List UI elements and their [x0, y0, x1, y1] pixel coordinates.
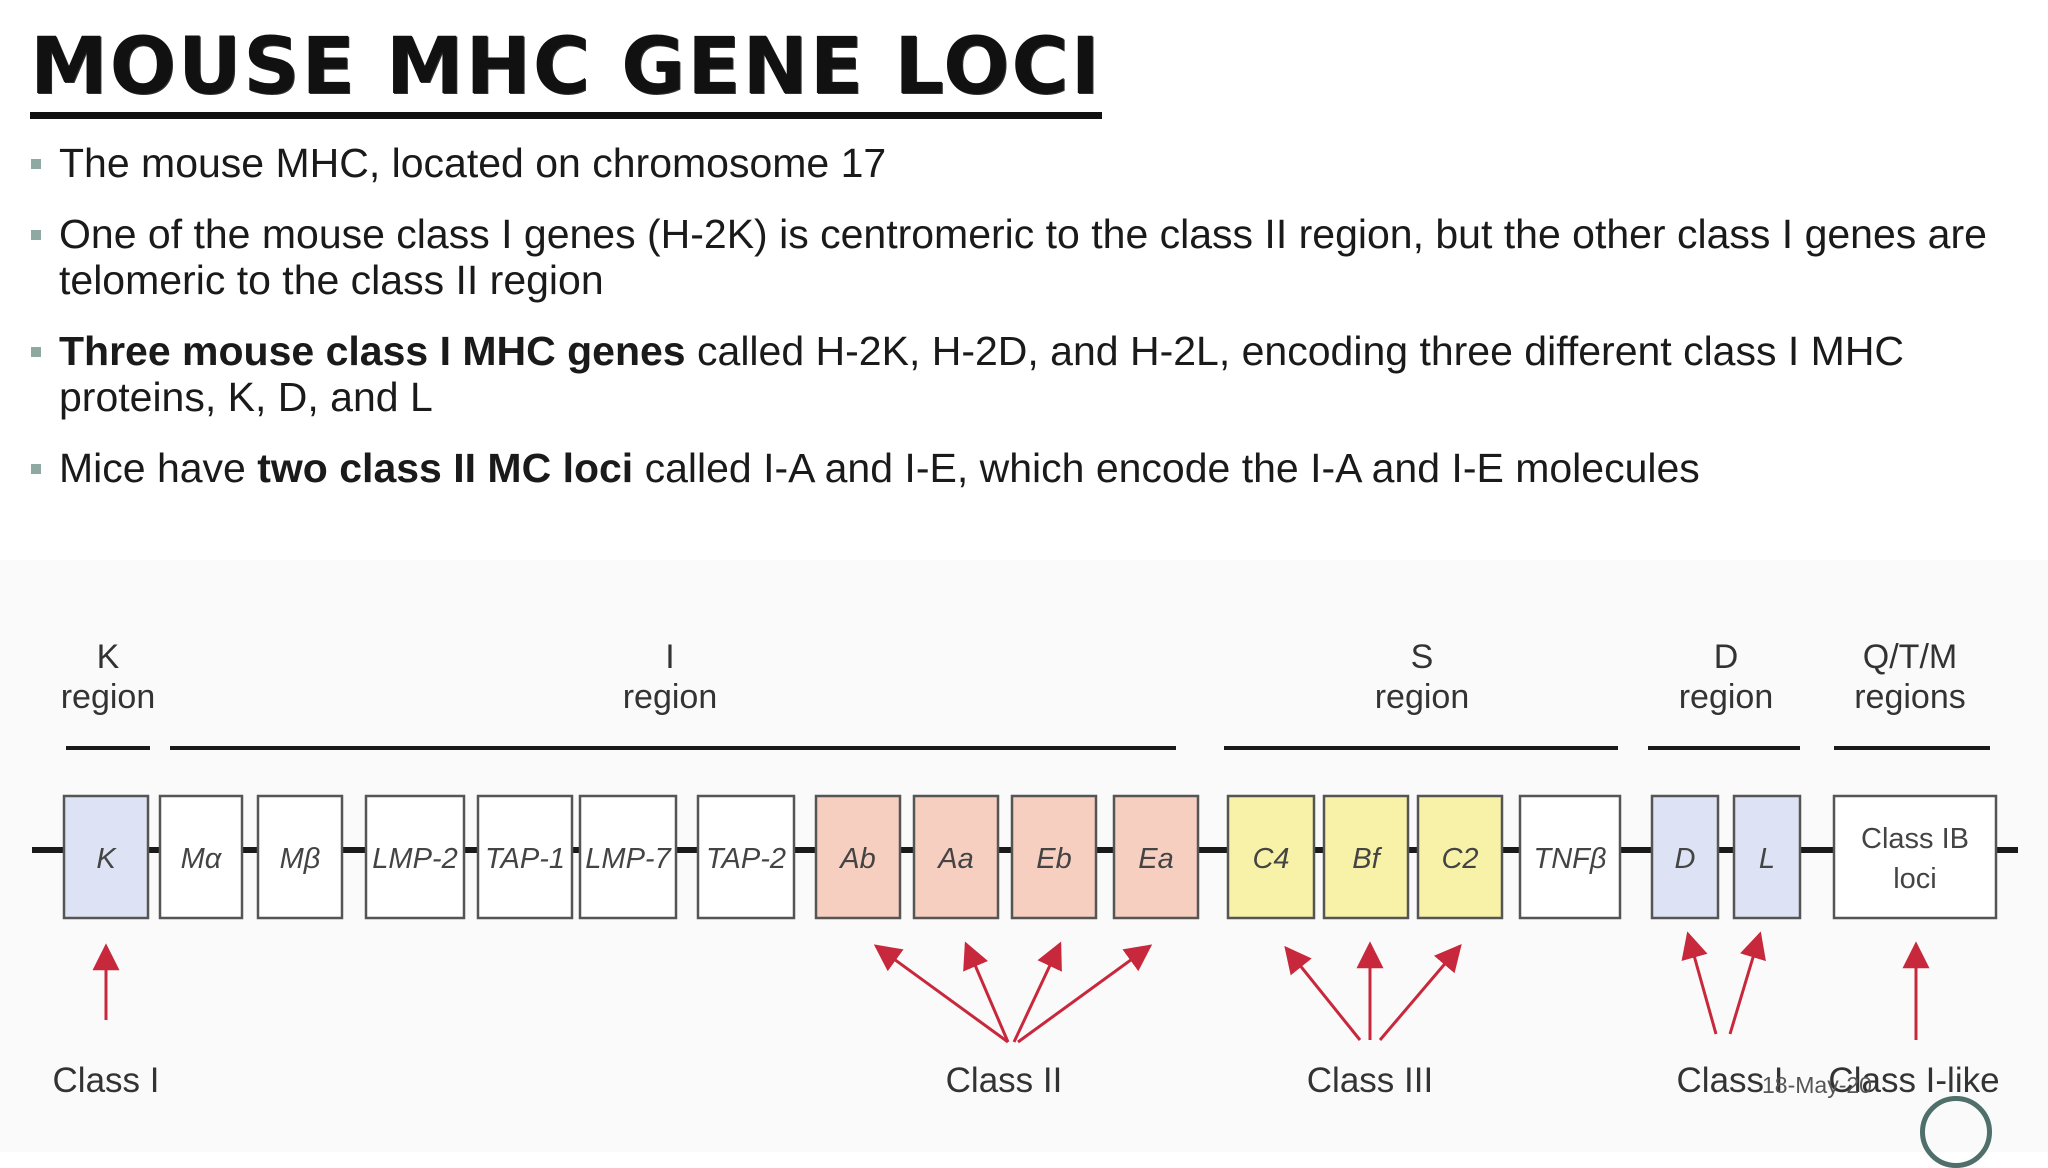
- gene-box-m-alpha: [158, 794, 244, 920]
- mhc-locus-svg: K region I region S region D region Q/T/…: [32, 638, 2018, 1100]
- arrow-class-ii-eb: [1012, 941, 1062, 1043]
- bullet-text: called H-2K, H-2D, and H-2L, encoding th…: [59, 328, 1905, 420]
- class-labels: Class I Class II Class III Class I Class…: [53, 1061, 2000, 1100]
- gene-label-l: L: [1759, 843, 1775, 875]
- bullet-item: One of the mouse class I genes (H-2K) is…: [28, 211, 2018, 303]
- bullet-item: Three mouse class I MHC genes called H-2…: [28, 328, 2018, 420]
- bullet-item: The mouse MHC, located on chromosome 17: [28, 140, 2018, 186]
- gene-label-ea: Ea: [1138, 843, 1173, 875]
- gene-box-bf: [1322, 794, 1410, 920]
- gene-box-aa: [912, 794, 1000, 920]
- gene-label-d: D: [1675, 843, 1696, 875]
- bullet-marker-icon: [31, 159, 41, 169]
- arrow-class-i-d: [1681, 931, 1718, 1035]
- bullet-marker-icon: [31, 230, 41, 240]
- gene-label-tap-1: TAP-1: [485, 843, 565, 875]
- gene-label-ab: Ab: [838, 843, 875, 875]
- mhc-locus-diagram: K region I region S region D region Q/T/…: [0, 560, 2048, 1152]
- gene-box-k: [62, 794, 150, 920]
- bullet-marker-icon: [31, 347, 41, 357]
- gene-label-c2: C2: [1441, 843, 1478, 875]
- bullet-text: One of the mouse class I genes (H-2K) is…: [59, 211, 1987, 303]
- region-label-qtm-line1: Q/T/M: [1863, 638, 1957, 676]
- gene-label-m-alpha: Mα: [181, 843, 223, 875]
- gene-box-lmp-2: [364, 794, 466, 920]
- slide-date: 18-May-20: [1762, 1072, 1872, 1098]
- region-label-i-line2: region: [623, 678, 718, 716]
- bullet-text: Mice have: [59, 445, 258, 491]
- arrow-class-i-l: [1728, 931, 1766, 1035]
- gene-label-k: K: [96, 843, 117, 875]
- region-label-k-line1: K: [97, 638, 120, 676]
- gene-labels: K Mα Mβ LMP-2 TAP-1 LMP-7 TAP-2 Ab Aa Eb…: [96, 823, 1969, 895]
- arrow-class-ii-ab: [873, 944, 1009, 1044]
- class-label-class-i-like: Class I-like: [1828, 1061, 1999, 1100]
- class-arrows: [92, 931, 1930, 1044]
- gene-box-c2: [1416, 794, 1504, 920]
- gene-box-l: [1732, 794, 1802, 920]
- gene-box-ea: [1112, 794, 1200, 920]
- bullet-marker-icon: [31, 464, 41, 474]
- class-label-class-iii: Class III: [1307, 1061, 1433, 1100]
- region-label-i-line1: I: [665, 638, 674, 676]
- gene-box-lmp-7: [578, 794, 678, 920]
- class-label-class-i-k: Class I: [53, 1061, 160, 1100]
- region-label-d-line1: D: [1714, 638, 1739, 676]
- arrow-class-iii-c2: [1378, 943, 1462, 1041]
- gene-box-d: [1650, 794, 1720, 920]
- gene-box-tap-2: [696, 794, 796, 920]
- region-label-qtm-line2: regions: [1854, 678, 1966, 716]
- region-label-d-line2: region: [1679, 678, 1774, 716]
- gene-box-eb: [1010, 794, 1098, 920]
- gene-label-tnf-beta: TNFβ: [1534, 843, 1607, 875]
- gene-box-ab: [814, 794, 902, 920]
- gene-label-tap-2: TAP-2: [706, 843, 786, 875]
- gene-label-bf: Bf: [1352, 843, 1382, 875]
- arrow-class-iii-c4: [1284, 945, 1362, 1041]
- bullet-text: called I-A and I-E, which encode the I-A…: [633, 445, 1700, 491]
- logo-icon: [1920, 1096, 1992, 1168]
- region-label-s-line1: S: [1411, 638, 1434, 676]
- gene-label-lmp-7: LMP-7: [585, 843, 672, 875]
- bullet-text-bold: Three mouse class I MHC genes: [59, 328, 686, 374]
- gene-box-c4: [1226, 794, 1316, 920]
- gene-box-m-beta: [256, 794, 344, 920]
- bullet-list: The mouse MHC, located on chromosome 17 …: [28, 140, 2018, 516]
- gene-label-c4: C4: [1252, 843, 1289, 875]
- gene-label-eb: Eb: [1036, 843, 1071, 875]
- bullet-text-bold: two class II MC loci: [257, 445, 634, 491]
- gene-box-tap-1: [476, 794, 574, 920]
- gene-label-m-beta: Mβ: [280, 843, 321, 875]
- bullet-item: Mice have two class II MC loci called I-…: [28, 445, 2018, 491]
- gene-label-aa: Aa: [936, 843, 973, 875]
- region-labels: K region I region S region D region Q/T/…: [61, 638, 1966, 716]
- region-label-k-line2: region: [61, 678, 156, 716]
- gene-box-tnf-beta: [1518, 794, 1622, 920]
- arrow-class-ii-aa: [963, 941, 1010, 1043]
- gene-boxes: [62, 794, 1998, 920]
- class-label-class-i-d: Class I: [1677, 1061, 1784, 1100]
- bullet-text: The mouse MHC, located on chromosome 17: [59, 140, 887, 186]
- class-label-class-ii: Class II: [946, 1061, 1063, 1100]
- region-label-s-line2: region: [1375, 678, 1470, 716]
- gene-box-class-ib-loci: [1832, 794, 1998, 920]
- gene-label-lmp-2: LMP-2: [372, 843, 457, 875]
- arrow-class-ii-ea: [1017, 944, 1153, 1044]
- slide-title: MOUSE MHC GENE LOCI: [30, 22, 1102, 119]
